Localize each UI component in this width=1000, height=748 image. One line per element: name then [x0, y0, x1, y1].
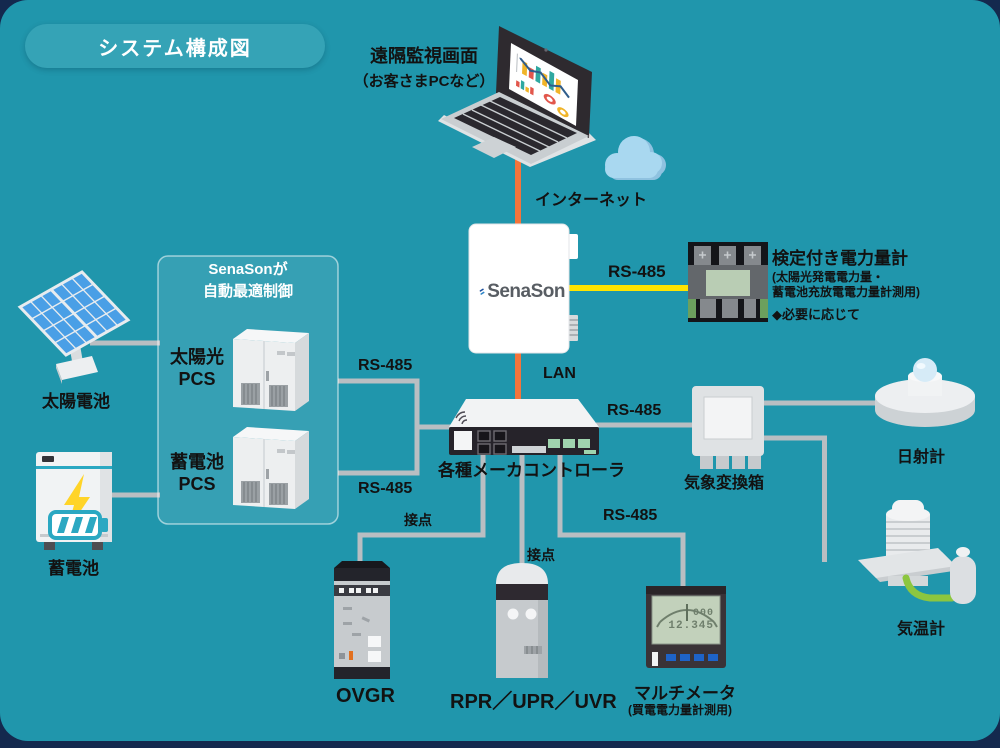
certified-meter-title: 検定付き電力量計 — [772, 249, 908, 268]
weather-box-label: 気象変換箱 — [684, 475, 765, 492]
rs485-battery-label: RS-485 — [358, 480, 413, 497]
gateway-brand-text: SenaSon — [487, 281, 565, 302]
storage-battery-label: 蓄電池 — [48, 559, 99, 578]
gateway-box-icon — [468, 223, 578, 354]
solar-panel-label: 太陽電池 — [42, 392, 110, 411]
rs485-weather-label: RS-485 — [607, 402, 662, 419]
cloud-icon — [605, 136, 666, 180]
solar-panel-icon — [17, 270, 131, 384]
controller-icon — [449, 399, 599, 455]
rs485-meter-label: RS-485 — [608, 262, 666, 281]
cable-controller-to-ovgr — [357, 452, 486, 568]
battery-pcs-label: 蓄電池 PCS — [170, 452, 224, 494]
cable-controller-to-multimeter — [557, 452, 686, 590]
certified-meter-note: ◆必要に応じて — [772, 307, 860, 322]
pv-pcs-label: 太陽光 PCS — [170, 347, 224, 389]
battery-pcs-icon — [233, 427, 309, 509]
pyranometer-label: 日射計 — [897, 449, 946, 466]
protection-relay-icon — [496, 563, 548, 678]
storage-battery-icon — [36, 452, 112, 550]
thermometer-label: 気温計 — [897, 621, 946, 638]
senason-logo-icon — [479, 288, 485, 295]
ovgr-icon — [334, 561, 390, 679]
multimeter-display-bottom: 12.345 — [668, 620, 714, 632]
page-title: システム構成図 — [98, 37, 252, 60]
cable-weatherbox-to-thermometer — [762, 435, 827, 562]
multimeter-label: マルチメータ — [634, 684, 736, 703]
lan-label: LAN — [543, 365, 576, 382]
multimeter-display-top: 000 — [692, 608, 714, 619]
certified-meter-sub1: (太陽光発電電力量・ — [772, 270, 884, 284]
laptop-screen-charts — [516, 53, 570, 119]
remote-monitor-label: 遠隔監視画面 （お客さまPCなど） — [353, 46, 495, 90]
gateway-logo: SenaSon — [479, 272, 565, 312]
thermometer-icon — [858, 500, 976, 604]
rs485-pv-label: RS-485 — [358, 357, 413, 374]
contact-ovgr-label: 接点 — [404, 512, 432, 528]
internet-label: インターネット — [535, 192, 648, 209]
control-group-header: SenaSonが 自動最適制御 — [202, 261, 293, 300]
title-badge: システム構成図 — [25, 24, 325, 68]
certified-meter-icon — [688, 242, 768, 322]
multimeter-icon — [646, 586, 726, 668]
cables — [90, 150, 893, 590]
multimeter-note: (買電電力量計測用) — [628, 703, 732, 717]
pv-pcs-icon — [233, 329, 309, 411]
controller-label: 各種メーカコントローラ — [438, 461, 625, 480]
weather-box-icon — [692, 386, 764, 469]
rs485-multimeter-label: RS-485 — [603, 507, 658, 524]
pyranometer-icon — [875, 358, 975, 427]
ovgr-label: OVGR — [336, 685, 395, 707]
contact-relay-label: 接点 — [527, 547, 555, 563]
laptop-icon — [438, 26, 596, 167]
certified-meter-sub2: 蓄電池充放電電力量計測用) — [772, 285, 920, 299]
protection-relay-label: RPR／UPR／UVR — [450, 691, 617, 713]
